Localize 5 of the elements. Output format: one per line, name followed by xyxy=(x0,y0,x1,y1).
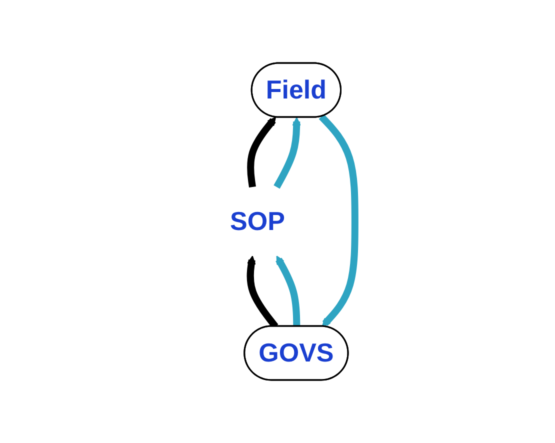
arrow xyxy=(276,256,300,327)
node-text: SOP xyxy=(230,206,285,236)
arrow xyxy=(318,114,358,327)
arrow xyxy=(274,117,301,189)
arrow xyxy=(247,116,276,188)
